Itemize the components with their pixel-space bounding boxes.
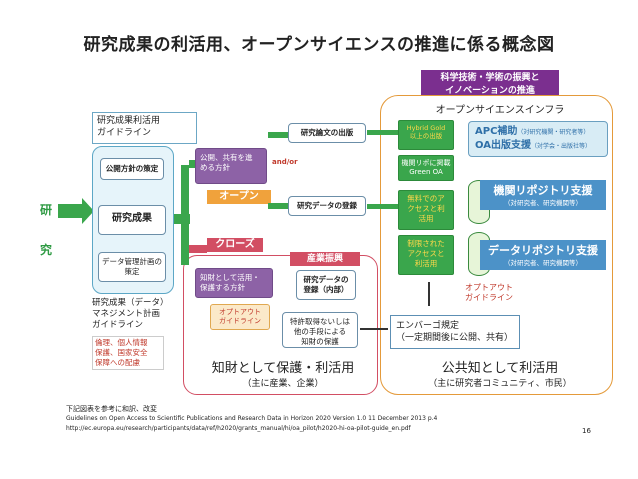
arrow-to-paper xyxy=(268,132,288,138)
arrow-down-embargo xyxy=(428,282,430,306)
arrow-to-decide xyxy=(189,160,195,168)
data-reg-node: 研究データの登録 xyxy=(288,196,366,216)
dmp-guideline-label: 研究成果（データ） マネジメント計画 ガイドライン xyxy=(92,298,169,330)
data-repo-note: （対研究者、研究機関等） xyxy=(504,259,582,267)
apc-note: （対研究機関・研究者等） xyxy=(517,129,590,136)
public-sub-label: （主に研究者コミュニティ、市民） xyxy=(428,379,572,389)
industry-label: 産業振興 xyxy=(290,252,360,266)
research-label: 研究 xyxy=(39,203,52,257)
infra-title: オープンサイエンスインフラ xyxy=(435,105,565,116)
oa-pub-label: OA出版支援 xyxy=(475,140,531,151)
research-output-node: 研究成果 xyxy=(98,205,166,235)
arrow-data-free xyxy=(367,204,398,209)
free-access-node: 無料でのア クセスと利 活用 xyxy=(398,190,454,230)
paper-pub-node: 研究論文の出版 xyxy=(288,123,366,143)
ip-bottom-label: 知財として保護・利活用 xyxy=(211,361,355,376)
data-repo-label: データリポジトリ支援 xyxy=(488,244,598,257)
guideline-label: 研究成果利活用 ガイドライン xyxy=(92,112,197,144)
decide-policy-node: 公開、共有を進 める方針 xyxy=(195,148,267,184)
footer-line-1: 下記図表を参考に和訳、改変 xyxy=(66,405,157,413)
data-reg-internal-node: 研究データの 登録（内部） xyxy=(296,270,356,300)
arrow-to-data xyxy=(268,203,288,209)
oa-pub-note: （対学会・出版社等） xyxy=(530,143,591,150)
close-label: クローズ xyxy=(207,238,263,252)
ip-sub-label: （主に産業、企業） xyxy=(242,379,324,389)
page-title: 研究成果の利活用、オープンサイエンスの推進に係る概念図 xyxy=(83,35,555,55)
arrow-patent-embargo xyxy=(360,328,388,330)
inst-repo-box: 機関リポジトリ支援 （対研究者、研究機関等） xyxy=(480,180,606,210)
arrow-paper-gold xyxy=(367,130,398,135)
patent-node: 特許取得ないしは 他の手段による 知財の保護 xyxy=(282,312,358,348)
gold-oa-node: Hybrid Gold 以上の出版 xyxy=(398,120,454,150)
embargo-box: エンバーゴ規定 （一定期間後に公開、共有） xyxy=(390,315,520,349)
footer-line-2: Guidelines on Open Access to Scientific … xyxy=(66,415,438,422)
dmp-node: データ管理計画の 策定 xyxy=(98,252,166,282)
open-label: オープン xyxy=(207,190,271,204)
entry-arrow-head xyxy=(82,198,94,224)
data-repo-box: データリポジトリ支援 （対研究者、研究機関等） xyxy=(480,240,606,270)
apc-oa-support: APC補助（対研究機関・研究者等） OA出版支援（対学会・出版社等） xyxy=(468,121,608,157)
ethics-label: 倫理、個人情報 保護、国家安全 保障への配慮 xyxy=(92,336,164,370)
arrow-to-close xyxy=(189,245,207,253)
optout-right: オプトアウト ガイドライン xyxy=(465,283,513,302)
restricted-access-node: 制限された アクセスと 利活用 xyxy=(398,235,454,275)
optout-left: オプトアウト ガイドライン xyxy=(210,304,270,330)
entry-arrow xyxy=(58,204,84,218)
footer: 下記図表を参考に和訳、改変 Guidelines on Open Access … xyxy=(66,404,586,434)
ip-policy-node: 知財として活用・ 保護する方針 xyxy=(195,268,273,298)
inst-repo-label: 機関リポジトリ支援 xyxy=(493,184,593,197)
apc-label: APC補助 xyxy=(475,126,518,137)
green-oa-node: 機関リポに掲載 Green OA xyxy=(398,155,454,181)
page-number: 16 xyxy=(582,427,591,435)
split-stem xyxy=(181,165,189,265)
public-bottom-label: 公共知として利活用 xyxy=(441,361,559,376)
and-or-label: and/or xyxy=(272,158,298,166)
inst-repo-note: （対研究者、研究機関等） xyxy=(504,199,582,207)
footer-line-3: http://ec.europa.eu/research/participant… xyxy=(66,425,411,432)
policy-node: 公開方針の策定 xyxy=(100,158,164,180)
